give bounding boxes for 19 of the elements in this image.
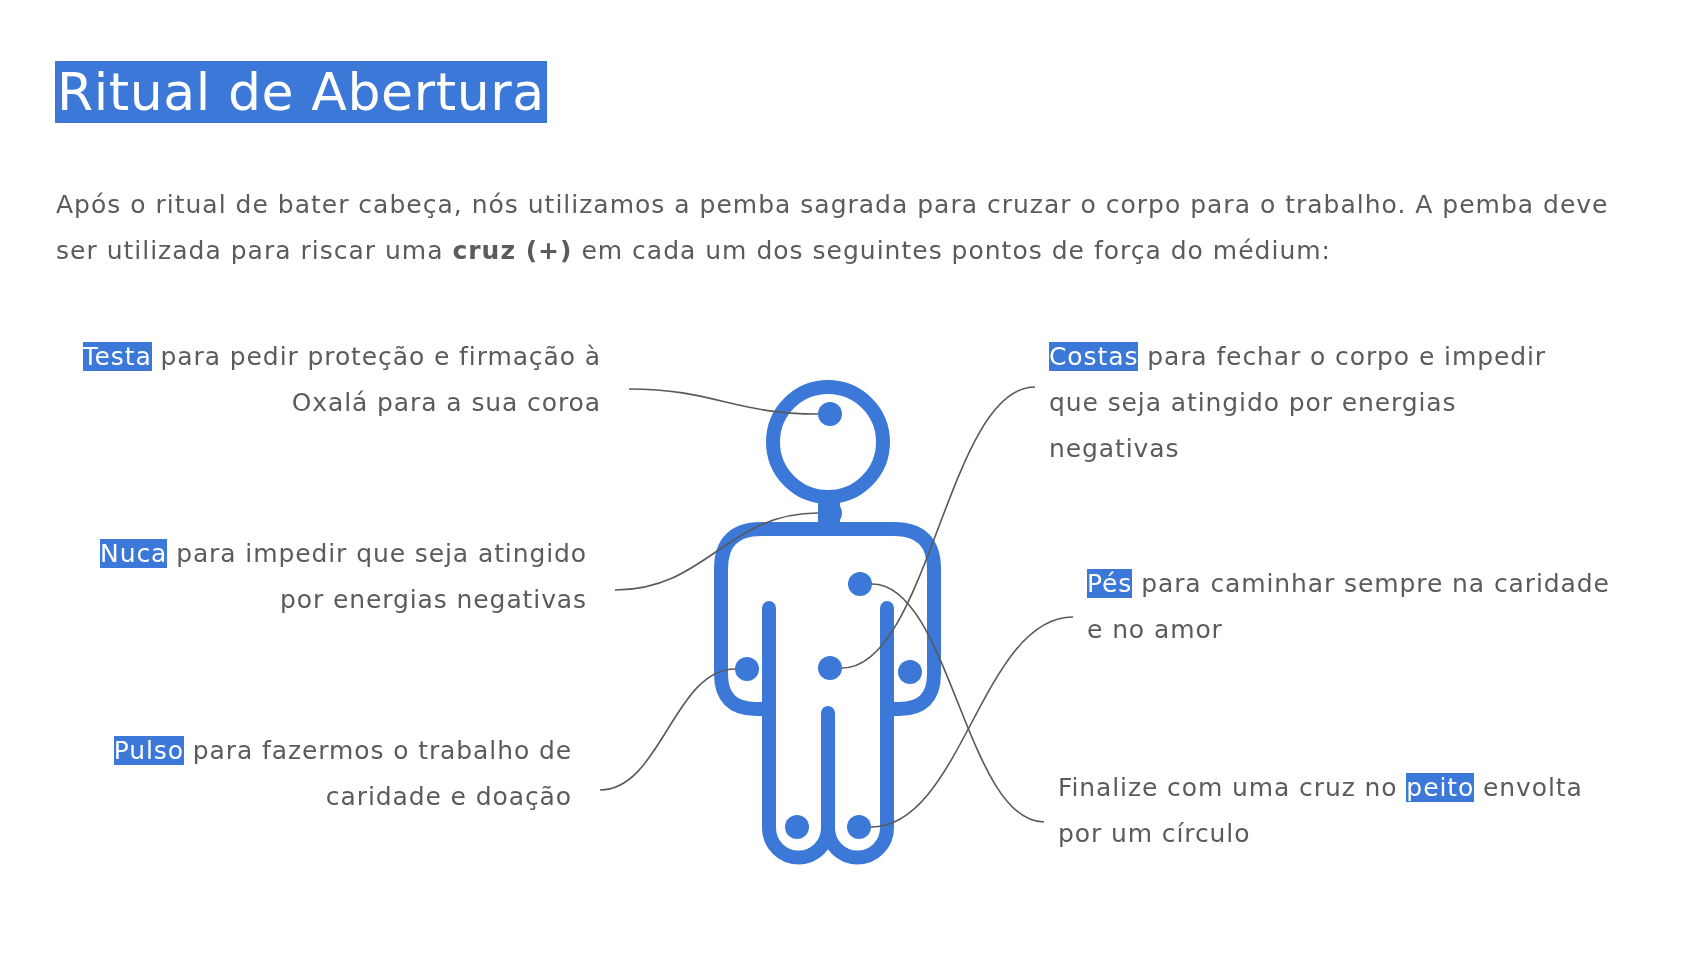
- leader-line: [599, 668, 736, 791]
- intro-paragraph: Após o ritual de bater cabeça, nós utilizamos a pemba sagrada para cruzar o corpo para o trabalho. A pemba deve ser utilizada para riscar uma cruz (+) em cada um dos seguintes pontos de força do médium:: [56, 189, 1610, 267]
- leader-line: [841, 386, 1036, 669]
- callout-text: Nuca para impedir que seja atingido por energias negativas: [99, 538, 587, 616]
- leader-line: [870, 616, 1074, 828]
- marker-dot: [847, 815, 871, 839]
- marker-dot: [848, 572, 872, 596]
- callout-text: Testa para pedir proteção e firmação à Oxalá para a sua coroa: [81, 341, 601, 419]
- title-heading: Ritual de Abertura: [55, 61, 547, 123]
- callout-text: Costas para fechar o corpo e impedir que seja atingido por energias negativas: [1049, 341, 1547, 465]
- leader-line: [871, 583, 1045, 823]
- leader-line: [628, 388, 819, 415]
- callout-text: Pés para caminhar sempre na caridade e no amor: [1087, 568, 1611, 646]
- marker-dot: [818, 402, 842, 426]
- marker-dot: [735, 657, 759, 681]
- callout-text: Pulso para fazermos o trabalho de caridade e doação: [112, 735, 572, 813]
- leader-line: [614, 512, 819, 591]
- callout-text: Finalize com uma cruz no peito envolta por um círculo: [1058, 772, 1584, 850]
- marker-dot: [818, 656, 842, 680]
